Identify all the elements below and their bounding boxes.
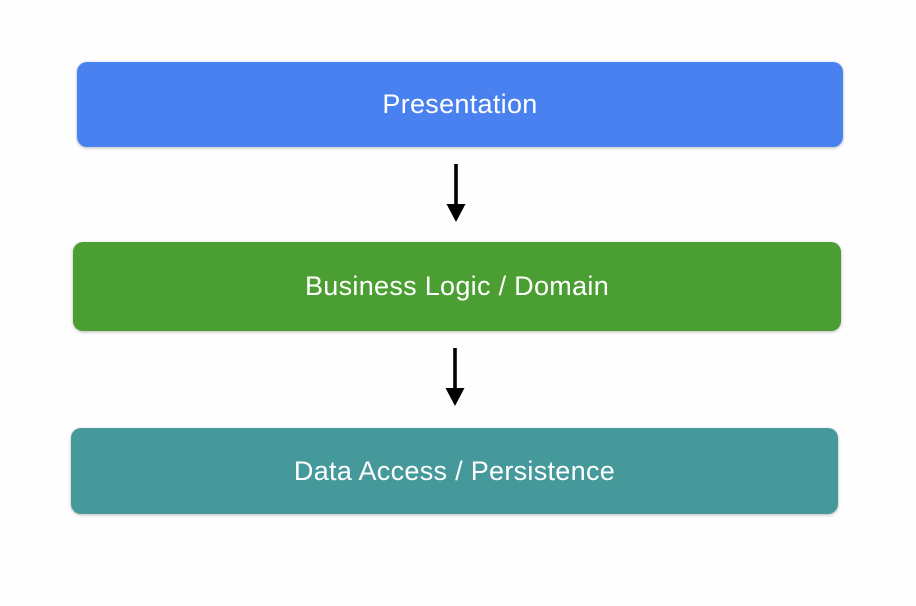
layer-box-business-logic: Business Logic / Domain [73,242,841,331]
layer-label-data-access: Data Access / Persistence [293,455,616,486]
arrow-down-icon [444,163,468,223]
arrow-down-icon [443,347,467,407]
layer-box-presentation: Presentation [77,62,843,147]
layer-label-business-logic: Business Logic / Domain [304,271,610,301]
layer-label-presentation: Presentation [382,89,538,119]
layer-box-data-access: Data Access / Persistence [71,428,838,514]
